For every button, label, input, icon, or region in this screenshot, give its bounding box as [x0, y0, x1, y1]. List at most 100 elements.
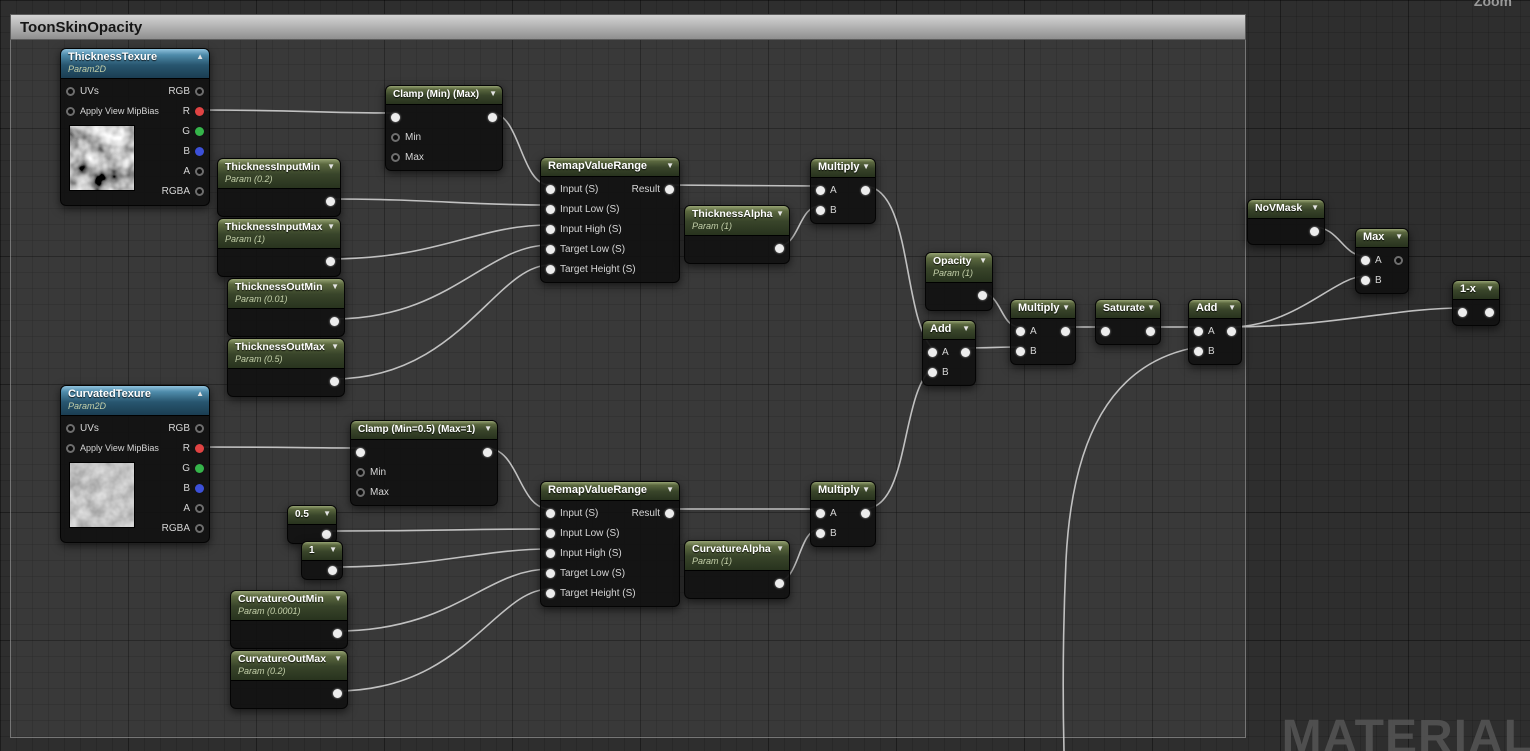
node-header[interactable]: ThicknessAlpha Param (1) ▼ — [685, 206, 789, 236]
pin-rgb-output[interactable] — [195, 86, 204, 96]
node-header[interactable]: 1-x ▼ — [1453, 281, 1499, 300]
pin-rgb-output[interactable] — [195, 423, 204, 433]
pin-target-low[interactable] — [546, 244, 555, 254]
node-header[interactable]: Add ▼ — [1189, 300, 1241, 319]
node-multiply-curvature[interactable]: Multiply ▼ A B — [810, 481, 876, 547]
node-constant-1[interactable]: 1 ▼ — [301, 541, 343, 580]
node-header[interactable]: 0.5 ▼ — [288, 506, 336, 525]
chevron-down-icon[interactable]: ▼ — [1395, 232, 1403, 241]
node-header[interactable]: ThicknessTexure Param2D ▲ — [61, 49, 209, 79]
pin-b-input[interactable] — [1016, 346, 1025, 356]
node-header[interactable]: NoVMask ▼ — [1248, 200, 1324, 219]
node-header[interactable]: Max ▼ — [1356, 229, 1408, 248]
output-pin[interactable] — [326, 256, 335, 266]
output-pin[interactable] — [1061, 326, 1070, 336]
node-thickness-out-min[interactable]: ThicknessOutMin Param (0.01) ▼ — [227, 278, 345, 337]
node-header[interactable]: ThicknessInputMax Param (1) ▼ — [218, 219, 340, 249]
chevron-down-icon[interactable]: ▼ — [862, 485, 870, 494]
pin-a-output[interactable] — [195, 166, 204, 176]
node-add-final[interactable]: Add ▼ A B — [1188, 299, 1242, 365]
output-pin[interactable] — [330, 376, 339, 386]
pin-a-input[interactable] — [1016, 326, 1025, 336]
node-constant-05[interactable]: 0.5 ▼ — [287, 505, 337, 544]
pin-target-height[interactable] — [546, 588, 555, 598]
node-header[interactable]: CurvatureAlpha Param (1) ▼ — [685, 541, 789, 571]
chevron-down-icon[interactable]: ▼ — [331, 342, 339, 351]
pin-g-output[interactable] — [195, 126, 204, 136]
chevron-down-icon[interactable]: ▼ — [334, 654, 342, 663]
pin-input-low[interactable] — [546, 528, 555, 538]
node-header[interactable]: ThicknessOutMax Param (0.5) ▼ — [228, 339, 344, 369]
node-header[interactable]: RemapValueRange ▼ — [541, 482, 679, 501]
node-header[interactable]: Multiply ▼ — [811, 482, 875, 501]
node-one-minus-x[interactable]: 1-x ▼ — [1452, 280, 1500, 326]
pin-r-output[interactable] — [195, 106, 204, 116]
node-thickness-texture[interactable]: ThicknessTexure Param2D ▲ UVs Apply View… — [60, 48, 210, 206]
output-pin[interactable] — [1485, 307, 1494, 317]
node-header[interactable]: Clamp (Min) (Max) ▼ — [386, 86, 502, 105]
pin-input-high[interactable] — [546, 224, 555, 234]
output-pin[interactable] — [488, 112, 497, 122]
node-header[interactable]: CurvatureOutMin Param (0.0001) ▼ — [231, 591, 347, 621]
node-saturate[interactable]: Saturate ▼ — [1095, 299, 1161, 345]
node-remap-value-range-1[interactable]: RemapValueRange ▼ Input (S) Result Input… — [540, 157, 680, 283]
chevron-down-icon[interactable]: ▼ — [1228, 303, 1236, 312]
pin-input[interactable] — [546, 184, 555, 194]
chevron-down-icon[interactable]: ▼ — [776, 544, 784, 553]
node-header[interactable]: Saturate ▼ — [1096, 300, 1160, 319]
output-pin[interactable] — [861, 508, 870, 518]
pin-max-input[interactable] — [356, 487, 365, 497]
node-thickness-input-max[interactable]: ThicknessInputMax Param (1) ▼ — [217, 218, 341, 277]
chevron-down-icon[interactable]: ▼ — [1062, 303, 1070, 312]
input-pin[interactable] — [1101, 326, 1110, 336]
output-pin[interactable] — [1394, 255, 1403, 265]
output-pin[interactable] — [326, 196, 335, 206]
output-pin[interactable] — [1310, 226, 1319, 236]
pin-b-input[interactable] — [1361, 275, 1370, 285]
node-multiply-opacity[interactable]: Multiply ▼ A B — [1010, 299, 1076, 365]
node-header[interactable]: Opacity Param (1) ▼ — [926, 253, 992, 283]
pin-g-output[interactable] — [195, 463, 204, 473]
node-header[interactable]: ThicknessOutMin Param (0.01) ▼ — [228, 279, 344, 309]
pin-result-output[interactable] — [665, 184, 674, 194]
node-remap-value-range-2[interactable]: RemapValueRange ▼ Input (S) Result Input… — [540, 481, 680, 607]
chevron-down-icon[interactable]: ▼ — [979, 256, 987, 265]
pin-mipbias-input[interactable] — [66, 443, 75, 453]
output-pin[interactable] — [961, 347, 970, 357]
node-curvature-out-min[interactable]: CurvatureOutMin Param (0.0001) ▼ — [230, 590, 348, 649]
pin-b-output[interactable] — [195, 146, 204, 156]
pin-a-input[interactable] — [928, 347, 937, 357]
chevron-down-icon[interactable]: ▼ — [327, 222, 335, 231]
comment-title-bar[interactable]: ToonSkinOpacity — [10, 14, 1246, 40]
output-pin[interactable] — [775, 243, 784, 253]
node-thickness-input-min[interactable]: ThicknessInputMin Param (0.2) ▼ — [217, 158, 341, 217]
pin-target-low[interactable] — [546, 568, 555, 578]
node-header[interactable]: 1 ▼ — [302, 542, 342, 561]
pin-min-input[interactable] — [356, 467, 365, 477]
chevron-down-icon[interactable]: ▼ — [331, 282, 339, 291]
node-thickness-out-max[interactable]: ThicknessOutMax Param (0.5) ▼ — [227, 338, 345, 397]
node-curvature-out-max[interactable]: CurvatureOutMax Param (0.2) ▼ — [230, 650, 348, 709]
pin-uvs-input[interactable] — [66, 86, 75, 96]
output-pin[interactable] — [775, 578, 784, 588]
pin-b-input[interactable] — [928, 367, 937, 377]
output-pin[interactable] — [328, 565, 337, 575]
output-pin[interactable] — [330, 316, 339, 326]
node-header[interactable]: Clamp (Min=0.5) (Max=1) ▼ — [351, 421, 497, 440]
output-pin[interactable] — [483, 447, 492, 457]
pin-rgba-output[interactable] — [195, 523, 204, 533]
chevron-down-icon[interactable]: ▼ — [1486, 284, 1494, 293]
node-multiply-thickness[interactable]: Multiply ▼ A B — [810, 158, 876, 224]
chevron-down-icon[interactable]: ▼ — [962, 324, 970, 333]
input-pin[interactable] — [356, 447, 365, 457]
pin-a-input[interactable] — [1361, 255, 1370, 265]
output-pin[interactable] — [333, 688, 342, 698]
pin-a-output[interactable] — [195, 503, 204, 513]
chevron-down-icon[interactable]: ▼ — [327, 162, 335, 171]
pin-b-input[interactable] — [816, 205, 825, 215]
pin-a-input[interactable] — [1194, 326, 1203, 336]
chevron-down-icon[interactable]: ▼ — [334, 594, 342, 603]
chevron-down-icon[interactable]: ▼ — [484, 424, 492, 433]
chevron-down-icon[interactable]: ▼ — [666, 485, 674, 494]
